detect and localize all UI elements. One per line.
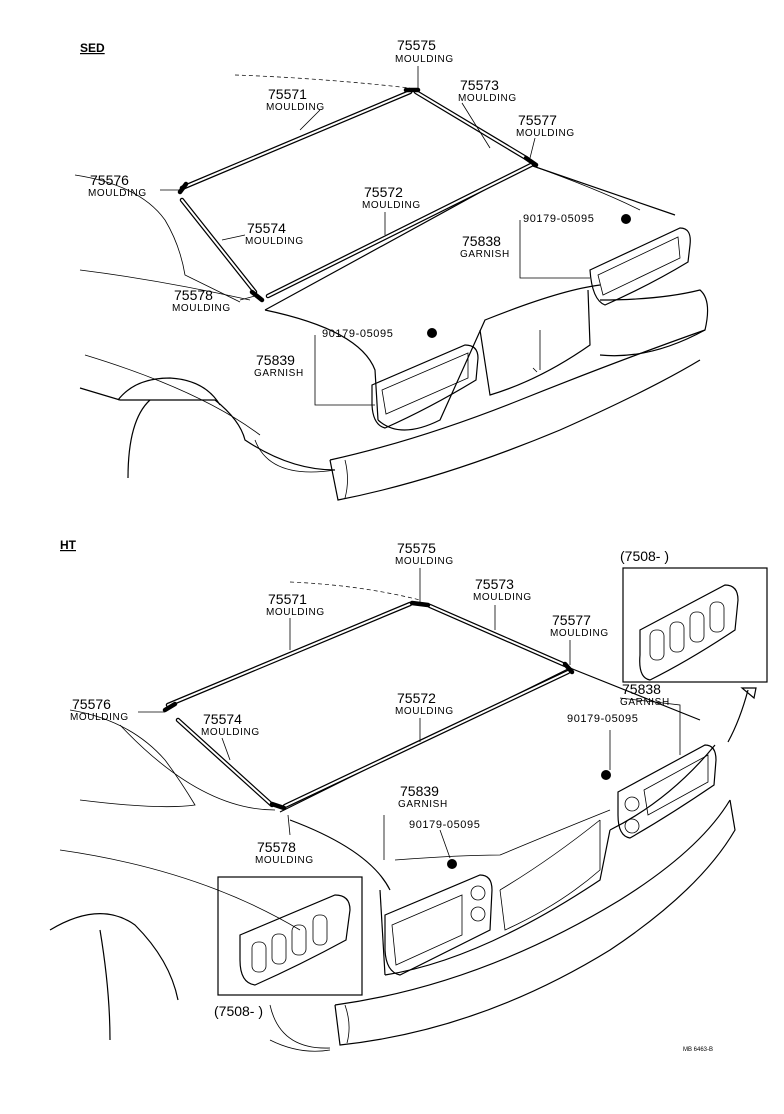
sed-label-75575: 75575 MOULDING <box>395 37 454 65</box>
ht-garnish-75839 <box>384 874 493 976</box>
ht-mouldings <box>162 600 575 811</box>
sed-label-75576: 75576 MOULDING <box>88 172 147 199</box>
ht-inset-ref-right: (7508- ) <box>620 548 669 564</box>
sed-label-75577: 75577 MOULDING <box>516 112 575 139</box>
ht-inset-left <box>217 876 363 1049</box>
sed-label-75571: 75571 MOULDING <box>266 86 325 113</box>
diagram-code: MB 6463-B <box>683 1047 713 1053</box>
part-name: GARNISH <box>460 249 510 260</box>
part-number: 75573 <box>460 77 499 93</box>
part-number: 75573 <box>475 576 514 592</box>
ht-clip-label: 90179-05095 <box>567 713 638 725</box>
part-name: MOULDING <box>245 236 304 247</box>
sed-clip-icon <box>621 214 631 224</box>
sed-label-75838: 75838 GARNISH <box>460 233 510 260</box>
part-name: MOULDING <box>550 628 609 639</box>
part-name: GARNISH <box>398 799 448 810</box>
part-number: 75839 <box>256 352 295 368</box>
part-name: MOULDING <box>473 592 532 603</box>
part-number: 75838 <box>622 681 661 697</box>
part-number: 75838 <box>462 233 501 249</box>
ht-label-75571: 75571 MOULDING <box>266 591 325 618</box>
part-number: 75576 <box>72 696 111 712</box>
ht-inset-right <box>622 567 768 683</box>
part-number: 75578 <box>257 839 296 855</box>
part-name: MOULDING <box>516 128 575 139</box>
sed-label-75574: 75574 MOULDING <box>245 220 304 247</box>
part-name: MOULDING <box>362 200 421 211</box>
sed-clip-label: 90179-05095 <box>523 213 594 225</box>
part-number: 75575 <box>397 37 436 53</box>
part-number: 75574 <box>203 711 242 727</box>
sed-car-body <box>74 74 709 501</box>
part-name: MOULDING <box>458 93 517 104</box>
part-number: 75574 <box>247 220 286 236</box>
ht-label-75572: 75572 MOULDING <box>395 690 454 717</box>
ht-label-75838: 75838 GARNISH <box>620 681 670 708</box>
section-title-sed: SED <box>80 41 105 55</box>
ht-label-75577: 75577 MOULDING <box>550 612 609 639</box>
ht-label-75576: 75576 MOULDING <box>70 696 129 723</box>
part-number: 75577 <box>552 612 591 628</box>
part-number: 75577 <box>518 112 557 128</box>
part-name: MOULDING <box>70 712 129 723</box>
ht-label-75575: 75575 MOULDING <box>395 540 454 567</box>
sed-label-75839: 75839 GARNISH <box>254 352 304 379</box>
section-title-ht: HT <box>60 538 77 552</box>
sed-leaders <box>160 66 590 406</box>
ht-label-75573: 75573 MOULDING <box>473 576 532 603</box>
part-number: 75572 <box>364 184 403 200</box>
part-name: MOULDING <box>395 706 454 717</box>
sed-label-75573: 75573 MOULDING <box>458 77 517 104</box>
part-number: 75576 <box>90 172 129 188</box>
part-name: MOULDING <box>266 607 325 618</box>
part-name: MOULDING <box>266 102 325 113</box>
ht-garnish-75838 <box>617 744 717 839</box>
part-name: GARNISH <box>620 697 670 708</box>
sed-label-75578: 75578 MOULDING <box>172 287 231 314</box>
part-number: 75839 <box>400 783 439 799</box>
part-name: MOULDING <box>201 727 260 738</box>
part-name: MOULDING <box>395 556 454 567</box>
ht-label-75839: 75839 GARNISH <box>398 783 448 810</box>
sed-clip-icon <box>427 328 437 338</box>
sed-garnish-75839 <box>371 344 479 429</box>
ht-label-75578: 75578 MOULDING <box>255 839 314 866</box>
ht-clip-icon <box>601 770 611 780</box>
part-name: MOULDING <box>88 188 147 199</box>
ht-label-75574: 75574 MOULDING <box>201 711 260 738</box>
part-name: MOULDING <box>255 855 314 866</box>
ht-clip-icon <box>447 859 457 869</box>
part-name: MOULDING <box>395 54 454 65</box>
ht-clip-label: 90179-05095 <box>409 819 480 831</box>
ht-leaders <box>138 568 681 860</box>
part-name: GARNISH <box>254 368 304 379</box>
part-number: 75575 <box>397 540 436 556</box>
part-number: 75578 <box>174 287 213 303</box>
sed-label-75572: 75572 MOULDING <box>362 184 421 211</box>
ht-inset-ref-left: (7508- ) <box>214 1003 263 1019</box>
part-name: MOULDING <box>172 303 231 314</box>
part-number: 75571 <box>268 86 307 102</box>
sed-mouldings <box>177 87 539 303</box>
part-number: 75571 <box>268 591 307 607</box>
part-number: 75572 <box>397 690 436 706</box>
sed-clip-label: 90179-05095 <box>322 328 393 340</box>
sed-garnish-75838 <box>589 227 691 306</box>
